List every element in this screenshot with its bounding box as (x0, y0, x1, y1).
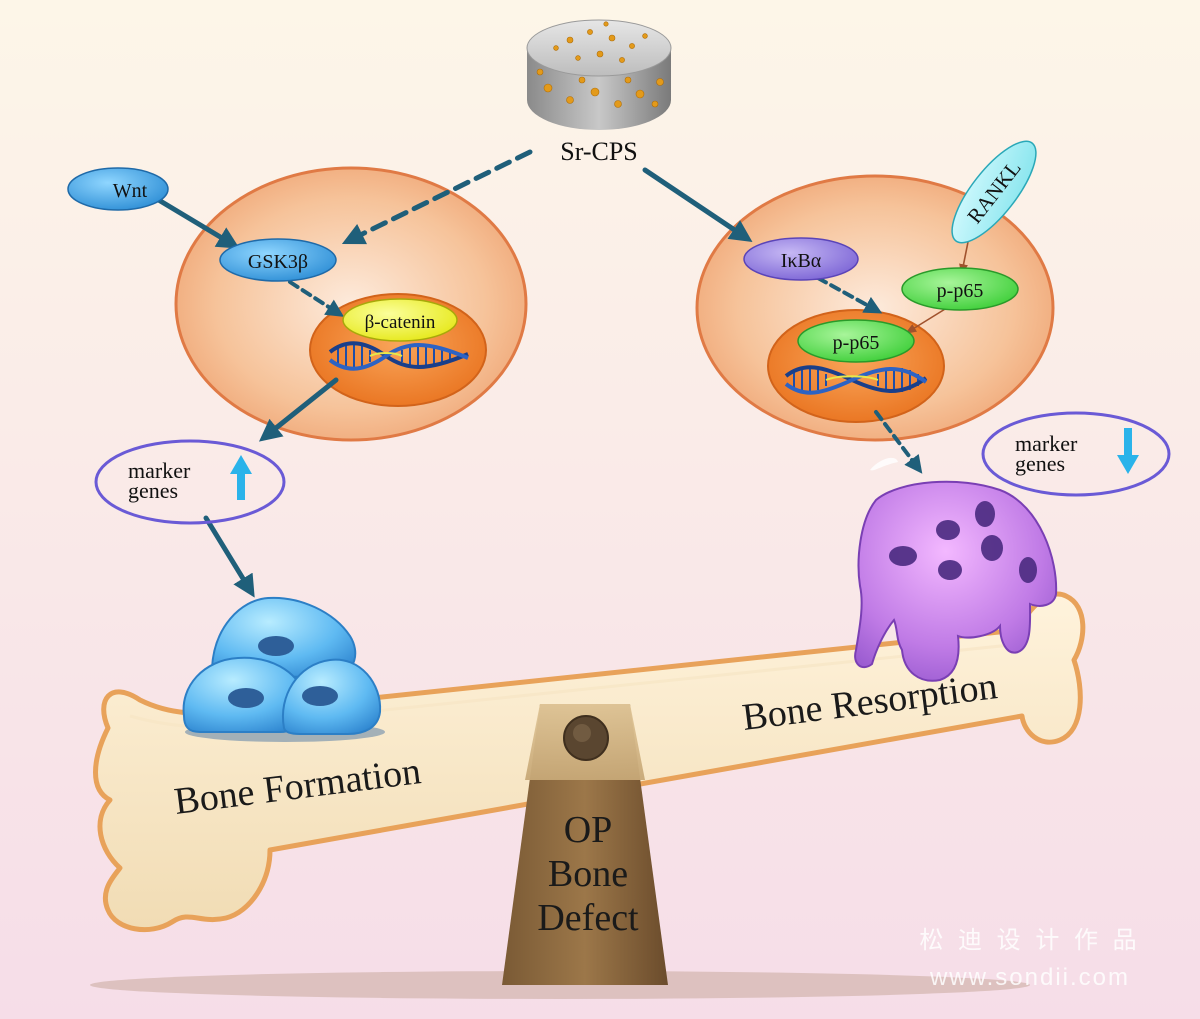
dna-helix-left (328, 341, 469, 371)
pp65-nucleus-node: p-p65 (797, 319, 915, 363)
osteoclast (854, 457, 1058, 682)
ikba-node: IκBα (743, 237, 859, 281)
wnt-label: Wnt (113, 180, 148, 202)
bcatenin-node: β-catenin (342, 298, 458, 342)
fulcrum (502, 704, 668, 985)
pp65-nucleus-label: p-p65 (833, 332, 880, 354)
arrows (149, 149, 923, 598)
down-arrow-icon (1117, 428, 1139, 474)
gsk3b-node: GSK3β (219, 238, 337, 282)
gsk3b-label: GSK3β (248, 251, 308, 273)
dna-helix-right (784, 365, 928, 395)
up-arrow-icon (230, 455, 252, 500)
arrow-marker-to-osteoblast (203, 515, 255, 598)
arrow-rankl-to-pp65 (959, 241, 969, 276)
sr-cps-label: Sr-CPS (560, 137, 638, 166)
fulcrum-line3: Defect (537, 897, 639, 939)
arrow-pp65-to-nucleus (905, 305, 951, 334)
arrow-srcps-to-gsk3b (341, 149, 533, 245)
watermark-url: www.sondii.com (929, 964, 1130, 991)
thin-arrows (905, 241, 969, 334)
pp65-cytoplasm-label: p-p65 (937, 280, 984, 302)
sr-cps-scaffold (526, 19, 672, 130)
arrow-nucleus-to-marker-left (258, 377, 339, 442)
ikba-label: IκBα (781, 250, 822, 272)
bcatenin-label: β-catenin (365, 312, 436, 333)
marker-left-line2: genes (128, 478, 178, 503)
watermark-cn: 松 迪 设 计 作 品 (919, 927, 1140, 954)
arrow-ikba-to-pp65 (816, 276, 883, 314)
arrow-gsk3b-to-bcatenin (288, 280, 345, 317)
marker-right-line2: genes (1015, 451, 1065, 476)
wnt-node: Wnt (67, 167, 169, 211)
fulcrum-line1: OP (564, 809, 613, 851)
marker-genes-up: marker genes (94, 439, 286, 525)
osteoblast-cluster (182, 596, 385, 742)
arrow-srcps-to-ikba (642, 167, 753, 243)
pp65-cytoplasm-node: p-p65 (901, 267, 1019, 311)
arrow-nucleus-to-osteoclast (874, 410, 923, 474)
fulcrum-line2: Bone (548, 853, 628, 895)
marker-genes-down: marker genes (981, 411, 1171, 497)
marker-left-line1: marker (128, 458, 191, 483)
marker-right-line1: marker (1015, 431, 1078, 456)
arrow-wnt-to-gsk3b (149, 193, 240, 249)
